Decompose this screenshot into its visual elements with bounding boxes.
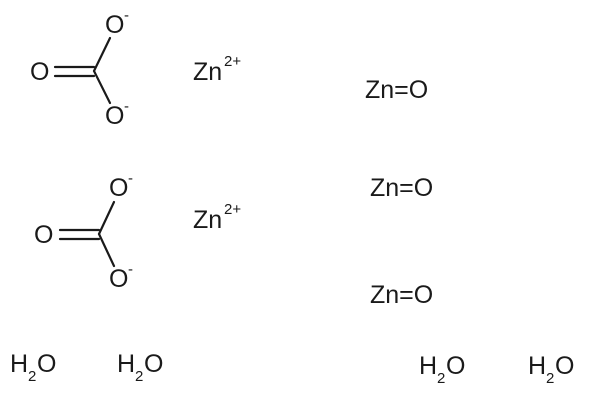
carbonate-ion-1: O O - O - — [30, 7, 129, 130]
water-1-sub: 2 — [28, 368, 36, 385]
carbonate-1-bond-top — [92, 36, 112, 73]
carbonate-1-double-o: O — [30, 58, 49, 86]
carbonate-1-bottom-charge: - — [124, 98, 129, 115]
water-4-sub: 2 — [546, 370, 554, 387]
carbonate-1-top-charge: - — [124, 7, 129, 24]
carbonate-ion-2: O O - O - — [34, 170, 133, 293]
water-1-o: O — [37, 350, 56, 378]
water-4-o: O — [555, 352, 574, 380]
zinc-oxide-3: Zn=O — [370, 281, 433, 309]
water-1: H 2 O — [10, 350, 56, 385]
zinc-ion-1: Zn 2+ — [193, 53, 241, 86]
zinc-ion-2-charge: 2+ — [224, 201, 241, 218]
carbonate-1-top-o: O — [105, 11, 124, 39]
water-2-o: O — [144, 350, 163, 378]
carbonate-2-double-o: O — [34, 221, 53, 249]
zinc-ion-2: Zn 2+ — [193, 201, 241, 234]
water-1-h: H — [10, 350, 28, 378]
zinc-ion-2-symbol: Zn — [193, 206, 222, 234]
water-2-sub: 2 — [135, 368, 143, 385]
water-2: H 2 O — [117, 350, 163, 385]
zinc-oxide-1: Zn=O — [365, 76, 428, 104]
water-3-sub: 2 — [437, 370, 445, 387]
carbonate-2-bottom-charge: - — [128, 261, 133, 278]
water-4-h: H — [528, 352, 546, 380]
carbonate-1-bond-bottom — [92, 69, 112, 105]
carbonate-2-bottom-o: O — [109, 265, 128, 293]
carbonate-2-bond-top — [97, 200, 116, 236]
carbonate-2-bond-bottom — [97, 232, 116, 268]
zinc-ion-1-charge: 2+ — [224, 53, 241, 70]
carbonate-2-top-o: O — [109, 174, 128, 202]
water-3: H 2 O — [419, 352, 465, 387]
water-2-h: H — [117, 350, 135, 378]
water-3-h: H — [419, 352, 437, 380]
water-4: H 2 O — [528, 352, 574, 387]
zinc-oxide-2: Zn=O — [370, 174, 433, 202]
zinc-ion-1-symbol: Zn — [193, 58, 222, 86]
water-3-o: O — [446, 352, 465, 380]
carbonate-2-top-charge: - — [128, 170, 133, 187]
carbonate-1-bottom-o: O — [105, 102, 124, 130]
